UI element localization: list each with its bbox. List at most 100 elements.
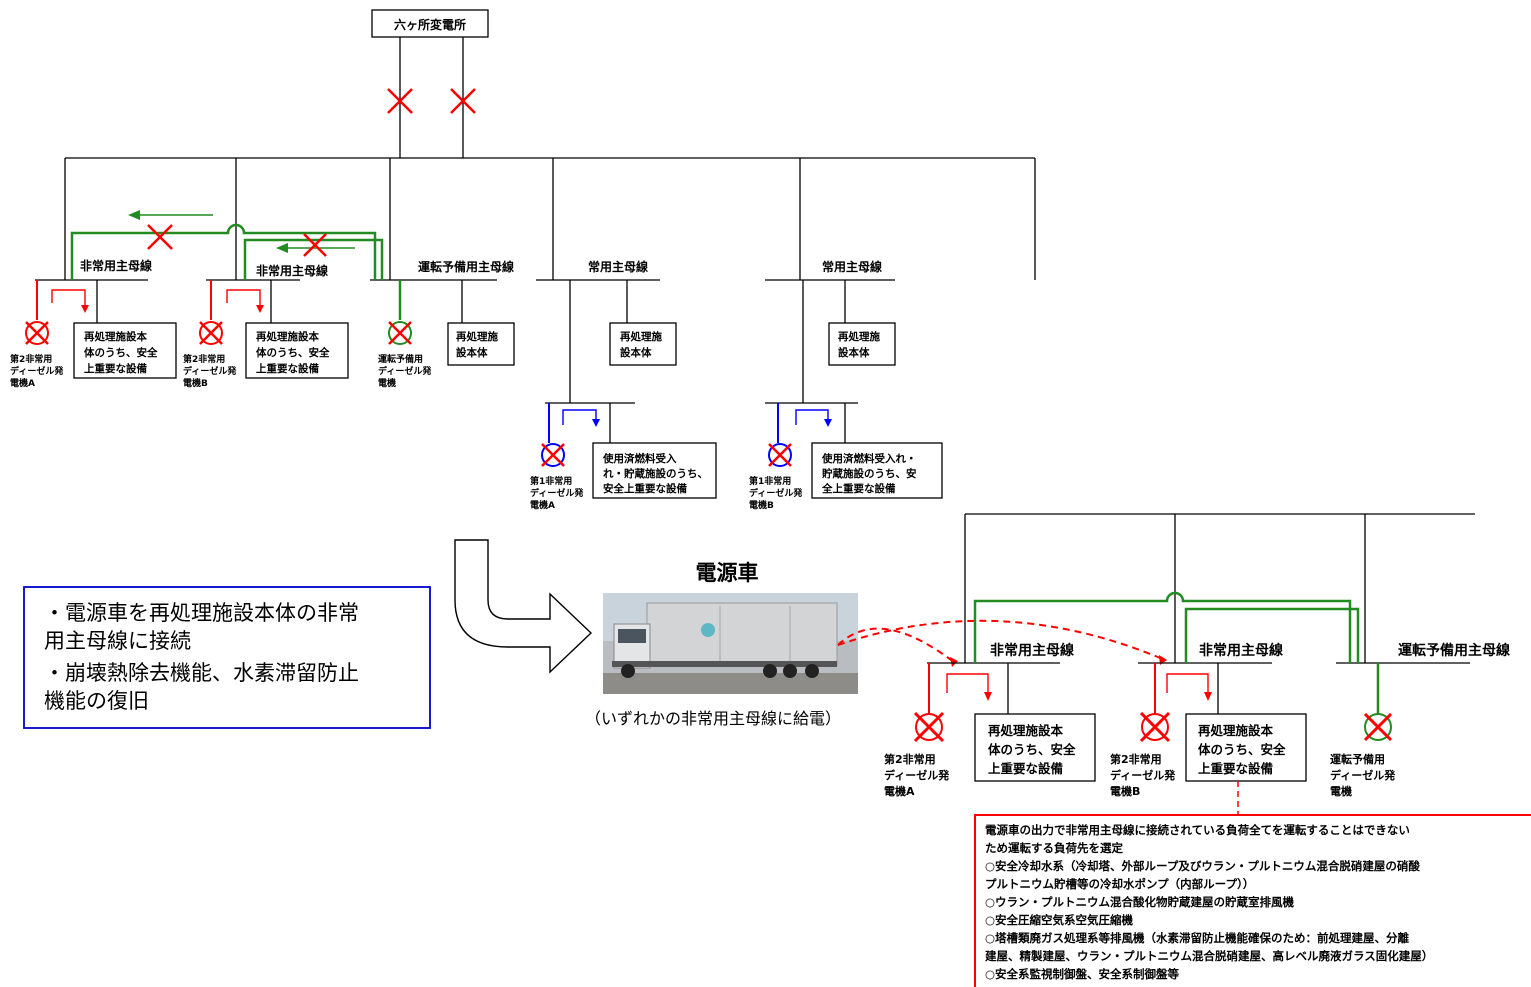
generator-label: ディーゼル発 <box>1110 768 1176 782</box>
load-label: 安全上重要な設備 <box>603 482 687 495</box>
top-text: 六ヶ所変電所 非常用主母線 非常用主母線 運転予備用主母線 常用主母線 常用主母… <box>10 17 917 511</box>
generator-label: 電機A <box>530 499 555 511</box>
generator-label: 第1非常用 <box>749 475 791 487</box>
bus-label-em-b: 非常用主母線 <box>1199 642 1283 659</box>
note-line: ○安全圧縮空気系空気圧縮機 <box>985 913 1134 927</box>
load-label: 上重要な設備 <box>84 362 147 375</box>
note-line: プルトニウム貯槽等の冷却水ポンプ（内部ループ）） <box>985 877 1254 891</box>
load-label: 体のうち、安全 <box>988 742 1076 757</box>
load-label: 上重要な設備 <box>1198 761 1274 776</box>
generator-icon <box>1141 713 1169 741</box>
top-load-box-a <box>73 322 177 379</box>
note-line: ○安全冷却水系（冷却塔、外部ループ及びウラン・プルトニウム混合脱硝建屋の硝酸 <box>985 859 1420 873</box>
bottom-diagram <box>927 513 1475 782</box>
generator-label: 電機B <box>749 499 774 511</box>
note-line: ○塔槽類廃ガス処理系等排風機（水素滞留防止機能確保のため：前処理建屋、分離 <box>985 931 1410 945</box>
load-label: 使用済燃料受入れ・ <box>821 452 917 465</box>
load-label: 再処理施設本 <box>1198 723 1274 738</box>
bottom-generators <box>915 713 1392 741</box>
generator-label: ディーゼル発 <box>378 365 432 377</box>
load-label: 再処理施設本 <box>256 330 319 343</box>
generator-label: ディーゼル発 <box>1330 768 1396 782</box>
top-load-box-fuel-a <box>592 442 717 499</box>
generator-label: ディーゼル発 <box>530 487 584 499</box>
bottom-red-flow-arrows <box>946 673 1212 701</box>
top-diagram <box>35 9 1036 499</box>
note-text: 電源車の出力で非常用主母線に接続されている負荷全てを運転することはできない ため… <box>985 823 1433 981</box>
bus-label-em-a: 非常用主母線 <box>80 258 152 273</box>
bottom-load-box-a <box>974 713 1096 782</box>
top-green-paths <box>70 223 402 320</box>
generator-label: ディーゼル発 <box>10 365 64 377</box>
generator-icon <box>915 713 943 741</box>
note-line: ○安全系監視制御盤、安全系制御盤等 <box>985 967 1180 981</box>
generator-label: 第1非常用 <box>530 475 572 487</box>
generator-label: 電機 <box>1330 784 1352 798</box>
note-line: ○ウラン・プルトニウム混合酸化物貯蔵建屋の貯蔵室排風機 <box>985 895 1295 909</box>
bottom-green-paths <box>973 591 1380 714</box>
bus-label-em-a: 非常用主母線 <box>990 642 1074 659</box>
bus-label-reserve: 運転予備用主母線 <box>418 259 514 274</box>
load-label: 貯蔵施設のうち、安 <box>822 467 917 480</box>
power-vehicle-connections <box>837 619 1166 664</box>
generator-icon <box>199 321 223 345</box>
load-label: れ・貯蔵施設のうち、 <box>603 467 708 480</box>
info-text: ・電源車を再処理施設本体の非常 用主母線に接続 ・崩壊熱除去機能、水素滞留防止 … <box>44 601 359 713</box>
substation-label: 六ヶ所変電所 <box>394 17 466 32</box>
info-line: ・崩壊熱除去機能、水素滞留防止 <box>44 661 359 685</box>
generator-label: 第2非常用 <box>1110 752 1162 766</box>
note-line: ため運転する負荷先を選定 <box>985 841 1123 855</box>
generator-label: ディーゼル発 <box>183 365 237 377</box>
load-label: 上重要な設備 <box>988 761 1064 776</box>
top-load-box-normal-1 <box>609 322 677 366</box>
info-line: ・電源車を再処理施設本体の非常 <box>44 601 359 625</box>
load-label: 体のうち、安全 <box>84 346 158 359</box>
top-green-arrows <box>128 210 355 253</box>
generator-icon <box>25 321 49 345</box>
info-box <box>23 586 431 729</box>
generator-label: ディーゼル発 <box>749 487 803 499</box>
generator-label: 第2非常用 <box>183 353 225 365</box>
bus-label-normal-1: 常用主母線 <box>588 259 648 274</box>
load-label: 体のうち、安全 <box>256 346 330 359</box>
generator-label: 電機 <box>378 377 396 389</box>
generator-label: 運転予備用 <box>1330 752 1385 766</box>
top-blue-flow-arrows <box>562 409 832 427</box>
load-label: 再処理施 <box>620 330 662 343</box>
generator-icon <box>1364 713 1392 741</box>
generator-label: 運転予備用 <box>378 353 423 365</box>
load-label: 使用済燃料受入 <box>602 452 677 465</box>
bottom-x-marks <box>913 711 1393 743</box>
generator-icon <box>541 443 565 467</box>
info-line: 機能の復旧 <box>44 689 149 713</box>
bus-label-normal-2: 常用主母線 <box>822 259 882 274</box>
load-label: 設本体 <box>456 346 488 359</box>
load-label: 上重要な設備 <box>256 362 319 375</box>
load-label: 再処理施設本 <box>84 330 147 343</box>
generator-label: ディーゼル発 <box>884 768 950 782</box>
note-line: 電源車の出力で非常用主母線に接続されている負荷全てを運転することはできない <box>985 823 1410 837</box>
generator-label: 電機A <box>884 784 915 798</box>
bottom-red-feeds <box>928 663 1156 714</box>
load-label: 体のうち、安全 <box>1198 742 1286 757</box>
load-label: 設本体 <box>620 346 652 359</box>
bottom-text: 非常用主母線 非常用主母線 運転予備用主母線 再処理施設本 体のうち、安全 上重… <box>884 642 1510 798</box>
bus-label-reserve: 運転予備用主母線 <box>1398 642 1510 659</box>
load-label: 再処理施 <box>838 330 880 343</box>
power-vehicle-image <box>603 593 858 694</box>
top-red-flow-arrows <box>51 289 264 313</box>
substation-box <box>371 9 489 38</box>
note-line: 建屋、精製建屋、ウラン・プルトニウム混合脱硝建屋、高レベル廃液ガラス固化建屋） <box>985 949 1433 963</box>
top-red-feeds <box>36 280 212 320</box>
note-box <box>974 814 1531 987</box>
generator-label: 電機A <box>10 377 35 389</box>
info-line: 用主母線に接続 <box>44 629 191 653</box>
power-vehicle-title: 電源車 <box>696 561 759 585</box>
top-load-box-reserve <box>447 322 515 366</box>
top-blue-feeds <box>548 403 779 443</box>
generator-label: 電機B <box>183 377 208 389</box>
top-load-box-b <box>245 322 349 379</box>
top-generators <box>25 321 792 467</box>
generator-label: 電機B <box>1110 784 1140 798</box>
